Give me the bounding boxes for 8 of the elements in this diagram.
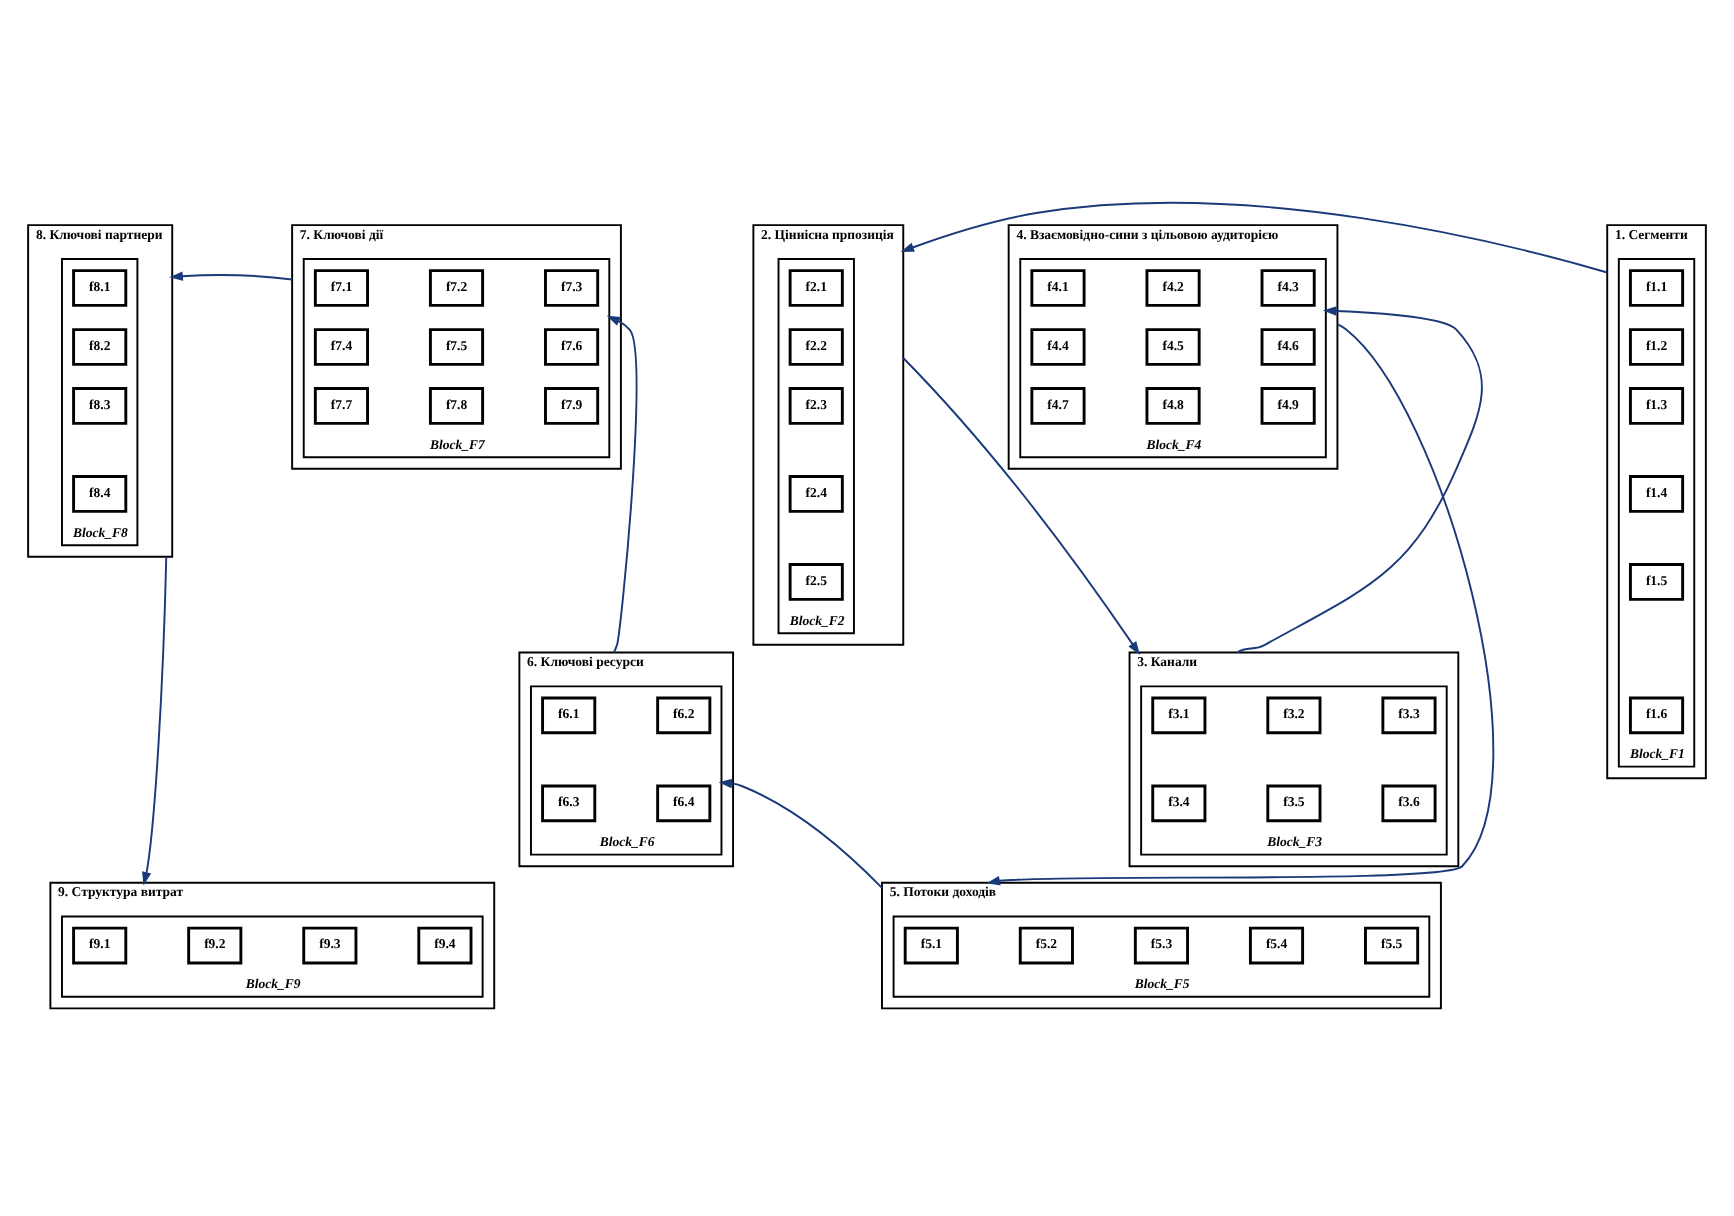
arrow bbox=[900, 201, 1609, 273]
arrow bbox=[606, 314, 638, 653]
arrow bbox=[718, 777, 883, 888]
arrow bbox=[902, 356, 1140, 654]
arrow bbox=[1235, 305, 1483, 653]
arrow bbox=[142, 554, 168, 885]
arrow bbox=[986, 322, 1495, 885]
arrow bbox=[169, 270, 294, 280]
